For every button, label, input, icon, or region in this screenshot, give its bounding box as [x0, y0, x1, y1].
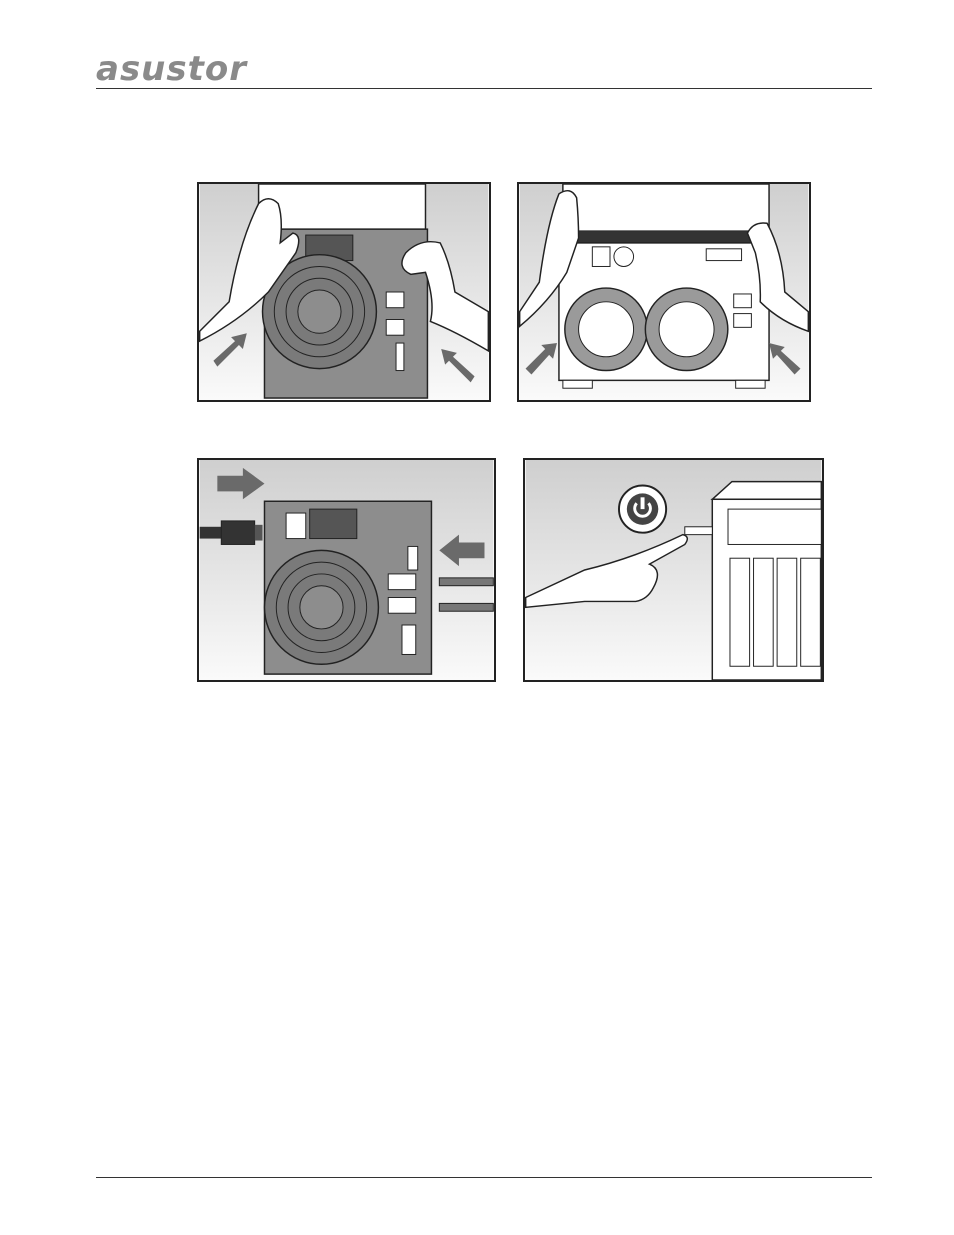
- illustration-hands-install-4bay: [199, 184, 489, 400]
- figure-rear-install-4bay: [197, 182, 491, 402]
- asustor-logo: asustor: [96, 49, 248, 89]
- footer-rule: [96, 1177, 872, 1178]
- figure-connect-cables: [197, 458, 496, 682]
- illustration-power-ethernet-cables: [199, 460, 494, 680]
- illustration-press-power-button: [525, 460, 822, 680]
- figure-press-power: [523, 458, 824, 682]
- figure-rear-install-8bay: [517, 182, 811, 402]
- header-rule: [96, 88, 872, 89]
- illustration-hands-install-8bay: [519, 184, 809, 400]
